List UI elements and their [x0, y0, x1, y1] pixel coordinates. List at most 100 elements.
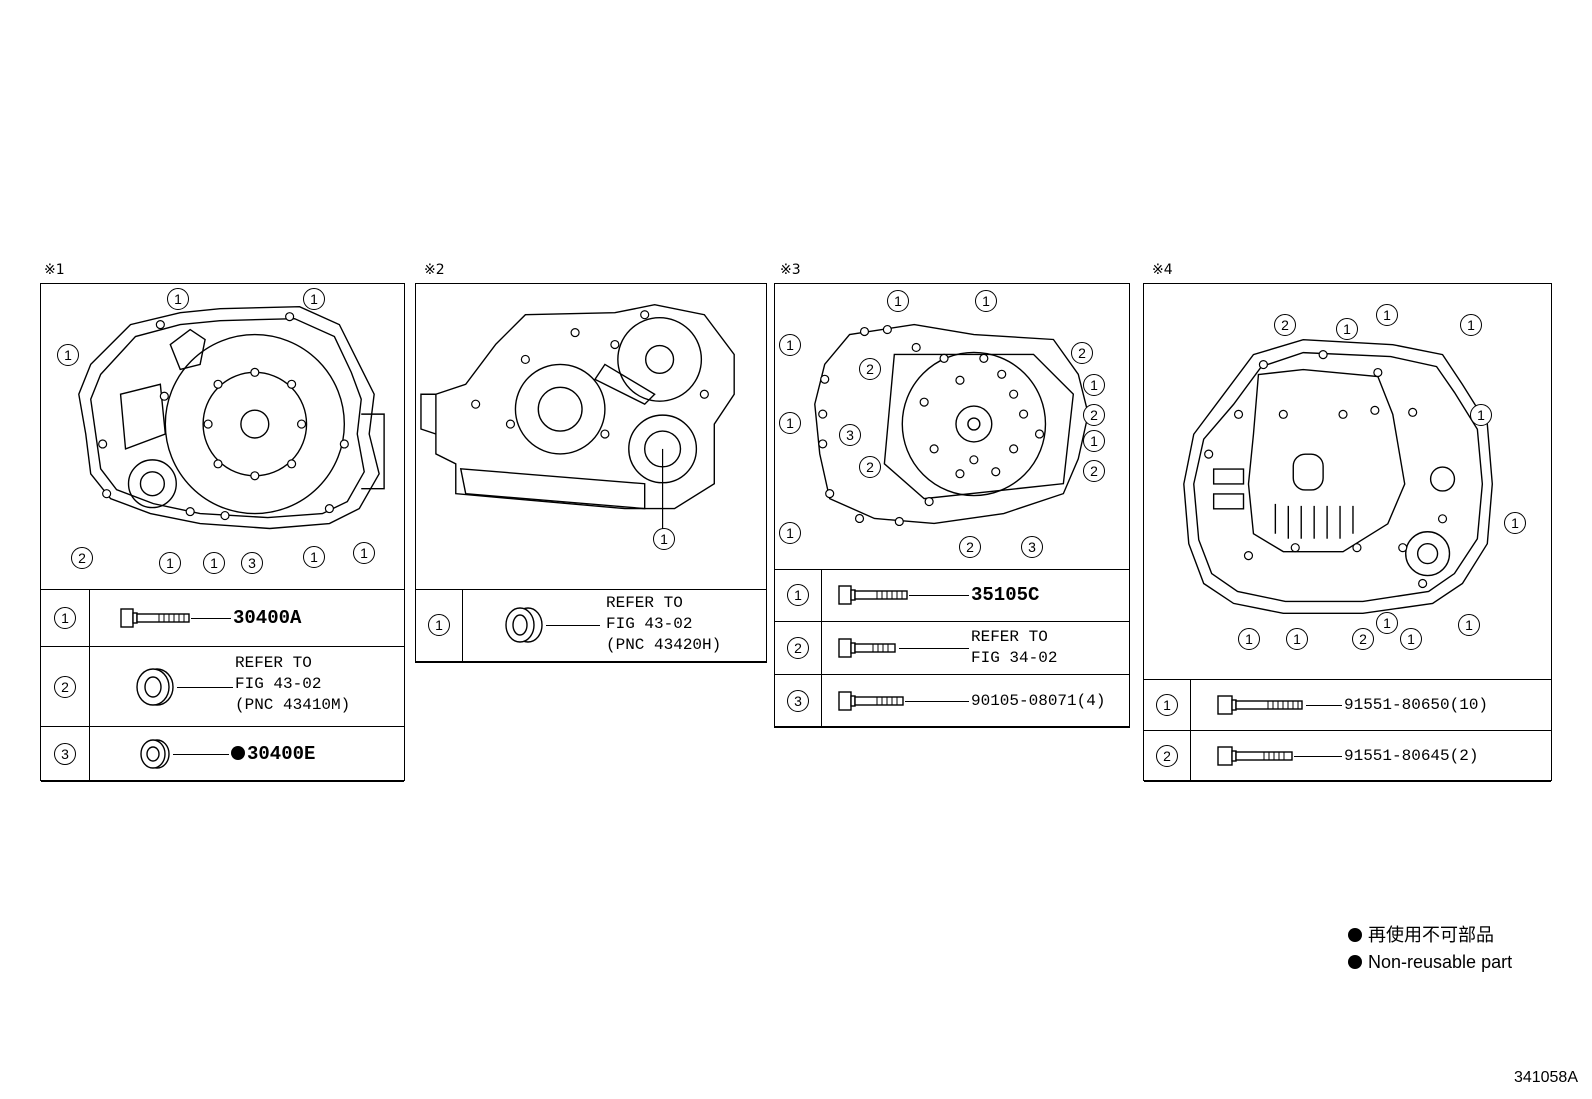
callout: 3 [241, 552, 263, 574]
leader-line [546, 625, 600, 626]
parts-row-2[interactable]: 2 REFER TO FIG 34-02 [775, 622, 1129, 675]
callout: 1 [653, 528, 675, 550]
parts-row-3[interactable]: 3 90105-08071(4) [775, 675, 1129, 727]
callout: 1 [779, 334, 801, 356]
non-reusable-dot-icon [1348, 928, 1362, 942]
callout: 1 [887, 290, 909, 312]
callout: 1 [1458, 614, 1480, 636]
part-code: 91551-80650(10) [1344, 695, 1489, 714]
index-circle: 1 [428, 614, 450, 636]
part-code: 30400A [233, 606, 302, 629]
callout: 1 [1400, 628, 1422, 650]
parts-row-2[interactable]: 2 91551-80645(2) [1144, 731, 1551, 782]
callout: 2 [1083, 460, 1105, 482]
part-code: 35105C [971, 584, 1040, 606]
callout: 2 [71, 547, 93, 569]
parts-row-1[interactable]: 1 91551-80650(10) [1144, 679, 1551, 731]
callout: 1 [1504, 512, 1526, 534]
leader-line [173, 754, 229, 755]
reference-note: REFER TO FIG 43-02 (PNC 43410M) [235, 654, 351, 714]
legend: 再使用不可部品 Non-reusable part [1348, 922, 1512, 976]
parts-row-1[interactable]: 1 30400A [41, 589, 404, 647]
callout: 2 [959, 536, 981, 558]
panel-1: 1 30400A 2 REFER TO FIG 43-02 (PNC 43410… [40, 283, 405, 782]
non-reusable-dot-icon [231, 746, 245, 760]
callout: 1 [353, 542, 375, 564]
flange-bolt-icon [1217, 694, 1303, 715]
leader-line [905, 700, 969, 702]
panel-2-drawing [416, 284, 766, 590]
parts-row-2[interactable]: 2 REFER TO FIG 43-02 (PNC 43410M) [41, 647, 404, 727]
part-code: 90105-08071(4) [971, 691, 1106, 710]
callout: 1 [1470, 404, 1492, 426]
leader-line [1294, 756, 1342, 757]
leader-line [899, 648, 969, 649]
index-circle: 2 [54, 675, 76, 698]
callout: 2 [1352, 628, 1374, 650]
callout: 1 [1460, 314, 1482, 336]
index-circle: 2 [1156, 745, 1178, 767]
panel-1-mark: ※1 [44, 262, 65, 278]
flange-bolt-icon [120, 607, 190, 628]
parts-row-1[interactable]: 1 REFER TO FIG 43-02 (PNC 43420H) [416, 589, 766, 662]
leader-line [1306, 704, 1342, 706]
panel-4-drawing [1144, 284, 1551, 680]
index-circle: 2 [787, 637, 809, 659]
callout: 1 [975, 290, 997, 312]
callout: 1 [1286, 628, 1308, 650]
valve-body-cover-drawing [1183, 338, 1493, 615]
callout: 1 [1083, 374, 1105, 396]
panel-3-mark: ※3 [780, 262, 801, 278]
callout: 1 [1336, 318, 1358, 340]
callout: 2 [859, 358, 881, 380]
oil-seal-icon [505, 607, 543, 643]
oil-seal-icon [140, 739, 170, 769]
callout: 1 [1238, 628, 1260, 650]
index-circle: 1 [787, 584, 809, 606]
callout: 1 [1083, 430, 1105, 452]
part-code: 30400E [231, 743, 315, 765]
callout: 2 [1274, 314, 1296, 336]
panel-4-mark: ※4 [1152, 262, 1173, 278]
leader-line [177, 686, 233, 688]
panel-2: 1 REFER TO FIG 43-02 (PNC 43420H) 1 [415, 283, 767, 663]
flange-bolt-icon [838, 585, 908, 605]
callout: 1 [779, 522, 801, 544]
leader-line [191, 617, 231, 619]
panel-3-drawing [775, 284, 1129, 570]
panel-1-drawing [41, 284, 404, 590]
parts-row-3[interactable]: 3 30400E [41, 727, 404, 782]
callout: 1 [159, 552, 181, 574]
callout: 1 [1376, 612, 1398, 634]
leader-line [909, 595, 969, 596]
panel-2-mark: ※2 [424, 262, 445, 278]
transaxle-case-drawing [814, 323, 1089, 527]
index-circle: 1 [54, 606, 76, 629]
callout: 2 [859, 456, 881, 478]
legend-item-en: Non-reusable part [1348, 949, 1512, 976]
callout: 1 [1376, 304, 1398, 326]
parts-row-1[interactable]: 1 35105C [775, 569, 1129, 622]
flange-bolt-icon [838, 690, 904, 711]
transaxle-front-drawing [78, 306, 385, 530]
reference-note: REFER TO FIG 34-02 [971, 628, 1058, 667]
callout: 1 [303, 546, 325, 568]
reference-note: REFER TO FIG 43-02 (PNC 43420H) [606, 594, 722, 654]
panel-4: 1 91551-80650(10) 2 91551-80645(2) 2 1 1… [1143, 283, 1552, 782]
callout: 2 [1071, 342, 1093, 364]
oil-seal-icon [136, 667, 174, 706]
callout: 3 [839, 424, 861, 446]
figure-id: 341058A [1513, 1069, 1578, 1086]
callout: 2 [1083, 404, 1105, 426]
index-circle: 3 [54, 743, 76, 765]
panel-3: 1 35105C 2 REFER TO FIG 34-02 3 90105-08… [774, 283, 1130, 728]
transaxle-side-drawing [420, 304, 735, 529]
callout: 1 [779, 412, 801, 434]
flange-bolt-icon [838, 638, 896, 658]
flange-bolt-icon [1217, 746, 1293, 766]
non-reusable-dot-icon [1348, 955, 1362, 969]
callout: 1 [303, 288, 325, 310]
index-circle: 1 [1156, 693, 1178, 716]
callout: 3 [1021, 536, 1043, 558]
index-circle: 3 [787, 689, 809, 712]
